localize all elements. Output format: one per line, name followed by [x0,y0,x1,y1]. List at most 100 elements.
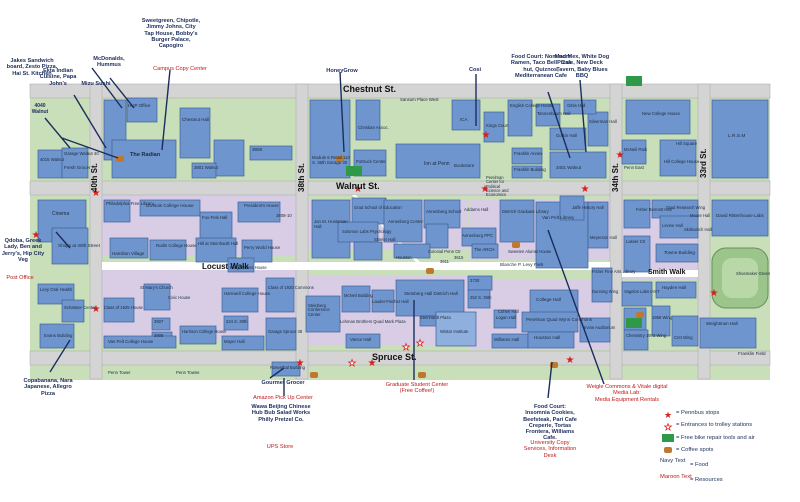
bldg-huntsman: Jon M. Huntsman Hall [314,219,348,229]
callout-media-rentals: Media Equipment Rentals [594,397,660,403]
bldg-fox-fels: Fox-Fels Hall [202,215,228,220]
legend-food-key: Navy Text [660,458,686,464]
callout-honeygrow: HoneyGrow [326,68,358,74]
bldg-252: 252 S. 36th [470,295,492,300]
bldg-chemistry: Chemistry 1973 Wing [626,333,667,338]
bldg-houston-nb: Houston [396,255,412,260]
callout-qdoba: Qdoba, Greek Lady, Ben and Jerry's, Hip … [1,238,45,263]
bldg-kelly: Kelly Writers House [230,265,267,270]
svg-text:★: ★ [664,411,672,421]
legend-coffee: = Coffee spots [676,447,714,453]
bldg-college-hall: College Hall [536,297,561,302]
callout-mcdonalds: McDonalds, Hummus [93,56,125,69]
svg-text:★: ★ [581,184,590,195]
bldg-houston-hall: Houston Hall [534,335,561,340]
bldg-harnwell: Harnwell College House [224,291,271,296]
bldg-dubois: Du Bois College House [146,203,194,208]
callout-sweetgreen: Sweetgreen, Chipotle, Jimmy Johns, City … [141,18,201,49]
svg-text:★: ★ [296,358,305,369]
bldg-hayden: Hayden Hall [662,285,686,290]
bldg-vanpelt-lib: Van Pelt Library [542,215,575,220]
bldg-steinberg-dietrich: Steinberg Hall Dietrich Hall [404,291,458,296]
street-38th: 38th St. [297,163,306,192]
bldg-harrison: Harrison College House [182,329,227,334]
bldg-3907: 3907 [154,319,164,324]
bldg-penn-tower: Penn Tower [108,370,131,375]
bldg-tannenbaum: Tannenbaum Hall [537,111,571,116]
bldg-shoemaker: Shoemaker Green [736,271,771,276]
callout-gsc: Graduate Student Center (Free Coffee!) [385,382,449,395]
callout-weigle: Weigle Commons & Vitale digital Media La… [586,384,668,397]
callout-ekta: Ekta Indian Cuisine, Papa John's [39,68,77,87]
callout-amazon: Amazon Pick Up Center [253,395,313,401]
bldg-class1925: Class of 1925 House [104,305,143,310]
bldg-solomon: Solomon Labs Psychology [342,229,392,234]
bldg-vance: Vance Hall [350,337,371,342]
bldg-sansom: Sansom Place West [400,97,439,102]
bldg-1958: 1958 Wing [652,315,673,320]
bldg-3905: 3905 [154,333,164,338]
bldg-perry: Perry World House [244,245,281,250]
bldg-lasser: Lasser Ctr [626,239,646,244]
svg-text:★: ★ [402,343,410,353]
svg-text:★: ★ [664,423,672,433]
bldg-newcollege: New College House [642,111,680,116]
bldg-gittis: Gittis Hall [567,103,586,108]
legend-icons: ★ ★ [662,411,674,453]
bldg-skirkanich: Skirkanich Hall [684,227,712,232]
bldg-module6: Module 6 Retail 110 S. 36th Garage 30 [312,155,350,165]
bldg-hill-steinhardt: Hill at Steinhardt Hall [198,241,239,246]
bldg-mcneil-park: McNeil Park [624,147,648,152]
bldg-st-marys: St Mary's Church [140,285,173,290]
callout-cosi: Cosi [468,67,482,73]
bldg-lauder: Lauder-Fischer Hall [372,299,409,304]
pennbus-stops: ★ ★ ★ ★ ★ ★ ★ ★ ★ ★ ★ ★ [32,130,719,369]
callout-wawa: Wawa Beijing Chinese Hub Bub Salad Works… [251,404,311,423]
bldg-fisher-bennett: Fisher Bennett Hall [636,207,672,212]
bldg-lehman: Lehman Brothers Quad Mark Plaza [340,319,406,324]
bldg-weightman: Weightman Hall [706,321,738,326]
svg-text:★: ★ [566,355,575,366]
bldg-vagelos: Vagelos Labs IAST [624,289,660,294]
bldg-garage40: Garage Walnut 40 [64,151,99,156]
bldg-perelman-quad: Perelman Quad Wynn Commons [526,317,592,322]
bldg-3615: 3615 [454,255,464,260]
bldg-grad-ed: Grad School of Education [354,205,402,210]
svg-text:★: ★ [92,304,101,315]
svg-text:★: ★ [354,184,363,195]
bldg-4015: 4015 Walnut [40,157,64,162]
svg-text:★: ★ [32,230,41,241]
bldg-addams: Addams Hall [464,207,489,212]
bldg-chestnut-hall: Chestnut Hall [182,117,210,122]
bldg-hup: HUP Office [128,103,151,108]
bldg-inn: Inn at Penn [424,161,450,167]
bldg-hill-square: Hill Square [676,141,698,146]
legend-trolley: = Entrances to trolley stations [676,422,753,428]
bldg-cohen: Cohen Hall [498,309,519,314]
callout-post-office: Post Office [6,275,34,281]
bldg-steinhardt-plaza: Steinhardt Plaza [420,315,451,320]
callout-4040: 4040 Walnut [31,103,49,115]
bldg-wistar: Wistar Institute [440,329,469,334]
bldg-meyerson: Meyerson Hall [590,235,617,240]
street-grid [29,83,771,380]
bldg-annenberg-center: Annenberg Center [388,219,424,224]
bldg-radian: The Radian [130,152,161,158]
bldg-steinberg-conf: Steinberg Conference Center [308,303,330,317]
bldg-fisher-arch: Fisher Fine Arts Library [592,269,636,274]
svg-text:★: ★ [481,184,490,195]
callout-univ-copy: University Copy Services, Information De… [523,440,577,459]
callout-mizu: Mizu Sushi [81,81,111,87]
bldg-dietrich: Dietrich Graduate Library [502,209,549,214]
bldg-arch: The ARCH [474,247,495,252]
svg-text:★: ★ [368,358,377,369]
bldg-3901: 3901 Walnut [194,165,218,170]
bldg-3401: 3401 Walnut [556,165,582,170]
bldg-3808-10: 3808-10 [276,213,292,218]
bldg-3611: 3611 [440,259,450,264]
svg-text:★: ★ [710,288,719,299]
callout-jakes: Jakes Sandwich board, Zesto Pizza, Hai S… [6,58,58,77]
bldg-garage38: Garage Spruce 38 [268,329,303,334]
bldg-cret: Cret Wing [674,335,693,340]
